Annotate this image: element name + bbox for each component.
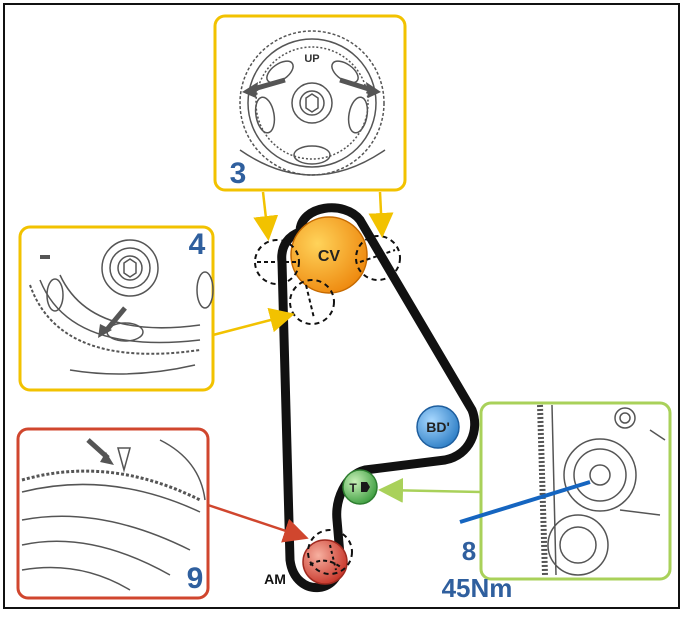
pulley-am-label: AM: [264, 571, 286, 587]
timing-belt: [277, 203, 480, 592]
pulley-tensioner: T: [342, 469, 378, 505]
torque-value: 45Nm: [442, 573, 513, 603]
detail-box-4: 4: [18, 225, 215, 392]
arrow-9: [207, 503, 309, 543]
pulley-cv-label: CV: [318, 248, 341, 265]
hex-bolt-icon: [361, 482, 370, 492]
arrow-3-right: [368, 191, 394, 238]
tensioner-sketch: [537, 404, 666, 576]
crankshaft-sprocket-sketch: [21, 439, 206, 591]
pulley-cv: CV: [290, 216, 368, 294]
arrow-8: [378, 477, 482, 503]
callout-9: 9: [187, 562, 204, 595]
detail-box-9: 9: [16, 427, 210, 600]
callout-3: 3: [230, 157, 247, 190]
arrow-4: [212, 307, 295, 337]
sprocket-detail-sketch: [29, 239, 214, 375]
pulley-am: AM: [264, 529, 353, 587]
right-mark-arrow-icon: [339, 77, 373, 93]
outline-arrow-icon: [117, 447, 131, 473]
callout-8: 8: [462, 536, 476, 566]
pulley-bd: BD': [416, 405, 460, 449]
pulley-t-label: T: [349, 481, 357, 495]
camshaft-sprocket-sketch: [239, 30, 386, 176]
mark-arrow-icon: [103, 306, 127, 334]
pulley-bd-label: BD': [426, 419, 450, 435]
detail-box-8: 8 45Nm: [442, 401, 672, 603]
callout-4: 4: [189, 228, 206, 261]
up-label: UP: [304, 53, 319, 65]
detail-box-3: UP 3: [213, 14, 407, 192]
torque-pointer-line: [459, 480, 591, 524]
arrow-3-left: [253, 191, 279, 241]
am-mark-circle: [307, 529, 353, 575]
